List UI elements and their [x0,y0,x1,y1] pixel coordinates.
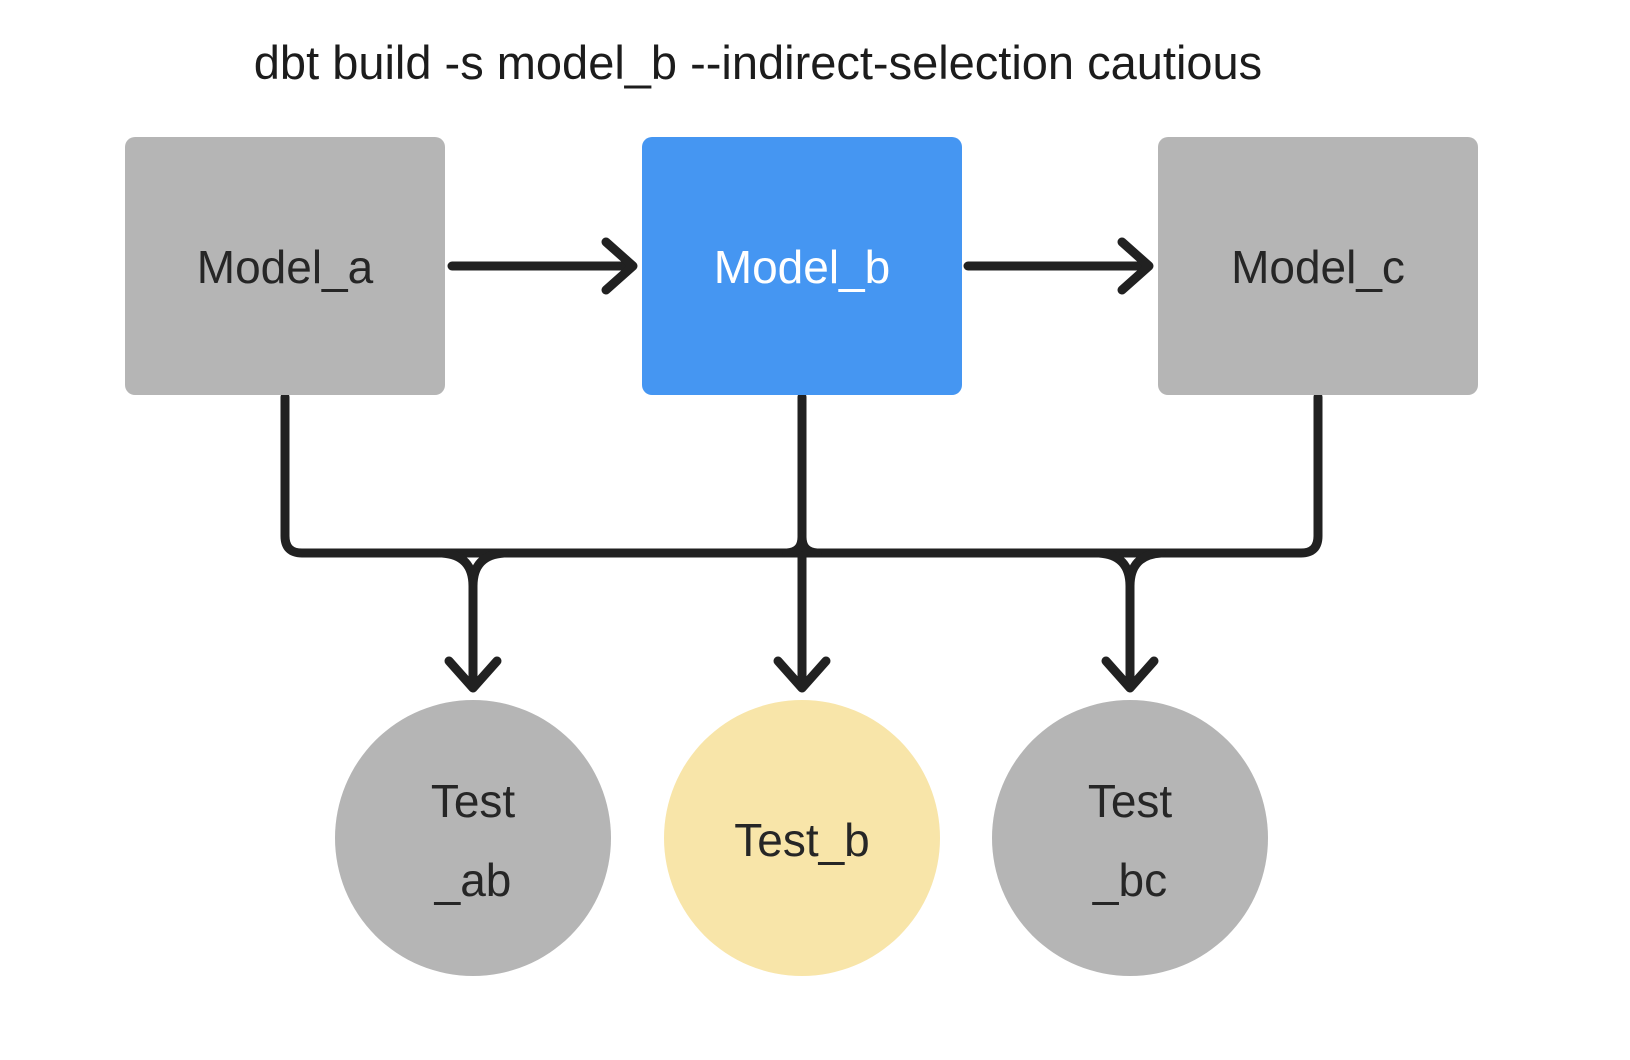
model-c-box [1158,137,1478,395]
node-test-b: Test_b [664,700,940,976]
node-test-ab: Test _ab [335,700,611,976]
model-a-label: Model_a [197,241,374,293]
test-bc-label-line2: _bc [1092,854,1167,906]
node-model-b: Model_b [642,137,962,395]
edge-group [280,237,1323,693]
model-b-label: Model_b [714,241,890,293]
test-bc-label-line1: Test [1088,775,1173,827]
node-test-bc: Test _bc [992,700,1268,976]
test-ab-circle [335,700,611,976]
test-b-circle [664,700,940,976]
diagram-title: dbt build -s model_b --indirect-selectio… [254,36,1262,89]
test-ab-label-line2: _ab [434,854,512,906]
test-bc-circle [992,700,1268,976]
arrowhead-testab [444,656,502,693]
test-ab-label-line1: Test [431,775,516,827]
model-c-label: Model_c [1231,241,1405,293]
model-b-box [642,137,962,395]
edge-fillet-middle-right [797,532,822,558]
arrowhead-modelc [1117,237,1154,295]
node-model-a: Model_a [125,137,445,395]
model-a-box [125,137,445,395]
arrowhead-testb [773,656,831,693]
arrowhead-testbc [1101,656,1159,693]
node-model-c: Model_c [1158,137,1478,395]
test-b-label: Test_b [734,814,870,866]
arrowhead-modelb [601,237,638,295]
